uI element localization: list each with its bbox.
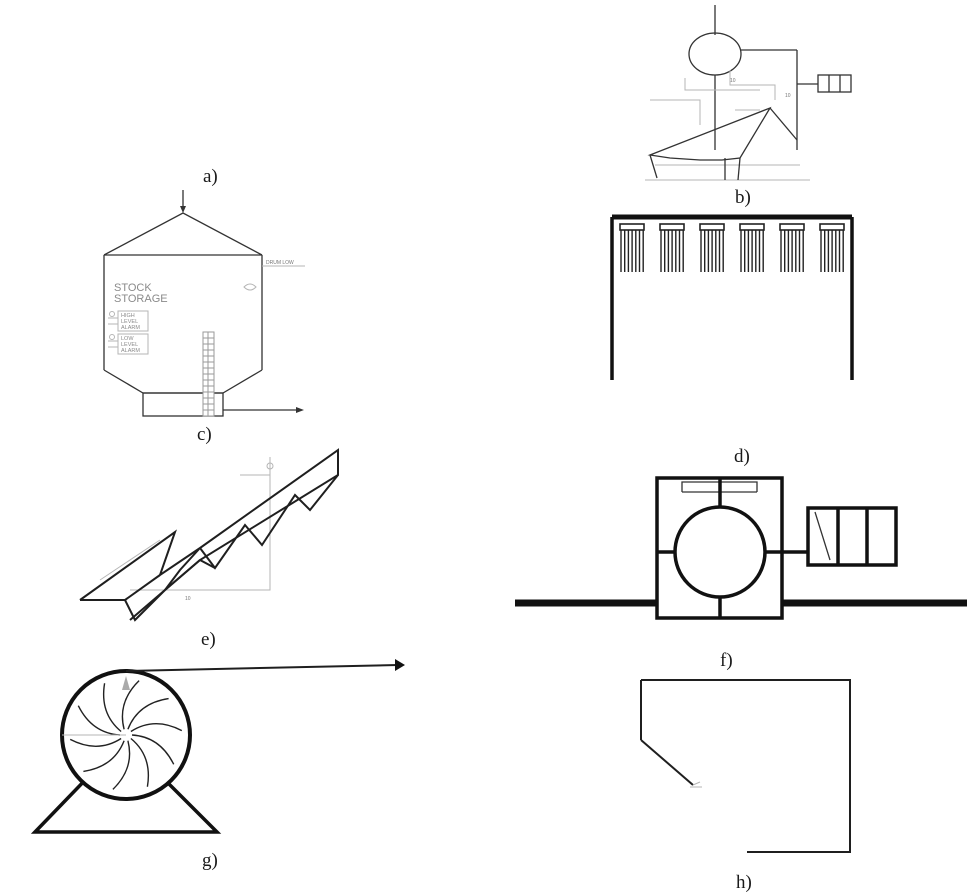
panel-f-motor (806, 506, 898, 567)
panel-g-fan (30, 659, 405, 834)
impeller-blade (83, 740, 125, 773)
panel-d-rack (699, 223, 725, 272)
panel-f-pulper (515, 476, 967, 620)
panel-b-symbol: 10 10 (645, 5, 852, 181)
low-alarm-line1: LOW (121, 336, 134, 342)
panel-d-rack (619, 223, 645, 272)
impeller-blade (103, 683, 122, 733)
panel-d-label: d) (734, 446, 750, 467)
panel-g-impeller (69, 680, 183, 790)
panel-d-racks (619, 223, 845, 272)
panel-e-label: e) (201, 629, 216, 650)
panel-c-label: c) (197, 424, 212, 445)
panel-f-label: f) (720, 650, 733, 671)
impeller-blade (69, 737, 122, 747)
impeller-blade (130, 723, 183, 733)
low-alarm-line2: LEVEL (121, 342, 138, 348)
tank-title-line2: STORAGE (114, 293, 168, 305)
high-alarm-line1: HIGH (121, 313, 135, 319)
panel-b-motor-box (817, 74, 852, 93)
panel-e-conveyor: 10 (79, 448, 339, 622)
panel-c-stock-storage-tank: DRUM LOW STOCK STORAGE HIGH LEVEL ALARM (103, 190, 305, 417)
panel-d-rack (819, 223, 845, 272)
panel-d-rack (779, 223, 805, 272)
high-alarm-line2: LEVEL (121, 319, 138, 325)
panel-d-symbol (610, 214, 854, 380)
panel-g-label: g) (202, 850, 218, 871)
panel-h-label: h) (736, 872, 752, 892)
impeller-blade (130, 737, 149, 787)
impeller-blade (121, 680, 140, 730)
panel-h-outline (640, 679, 851, 853)
panel-d-rack (659, 223, 685, 272)
tank-title-line1: STOCK (114, 282, 152, 294)
svg-text:10: 10 (785, 93, 791, 99)
svg-text:10: 10 (730, 78, 736, 84)
low-alarm-line3: ALARM (121, 348, 140, 354)
impeller-blade (77, 705, 121, 736)
panel-b-label: b) (735, 187, 751, 208)
svg-text:10: 10 (185, 596, 191, 602)
panel-d-rack (739, 223, 765, 272)
panel-a-label: a) (203, 166, 218, 187)
impeller-blade (112, 740, 131, 790)
high-alarm-line3: ALARM (121, 325, 140, 331)
impeller-blade (131, 734, 175, 765)
impeller-blade (127, 697, 169, 730)
tank-outlet-tag: DRUM LOW (266, 260, 294, 266)
